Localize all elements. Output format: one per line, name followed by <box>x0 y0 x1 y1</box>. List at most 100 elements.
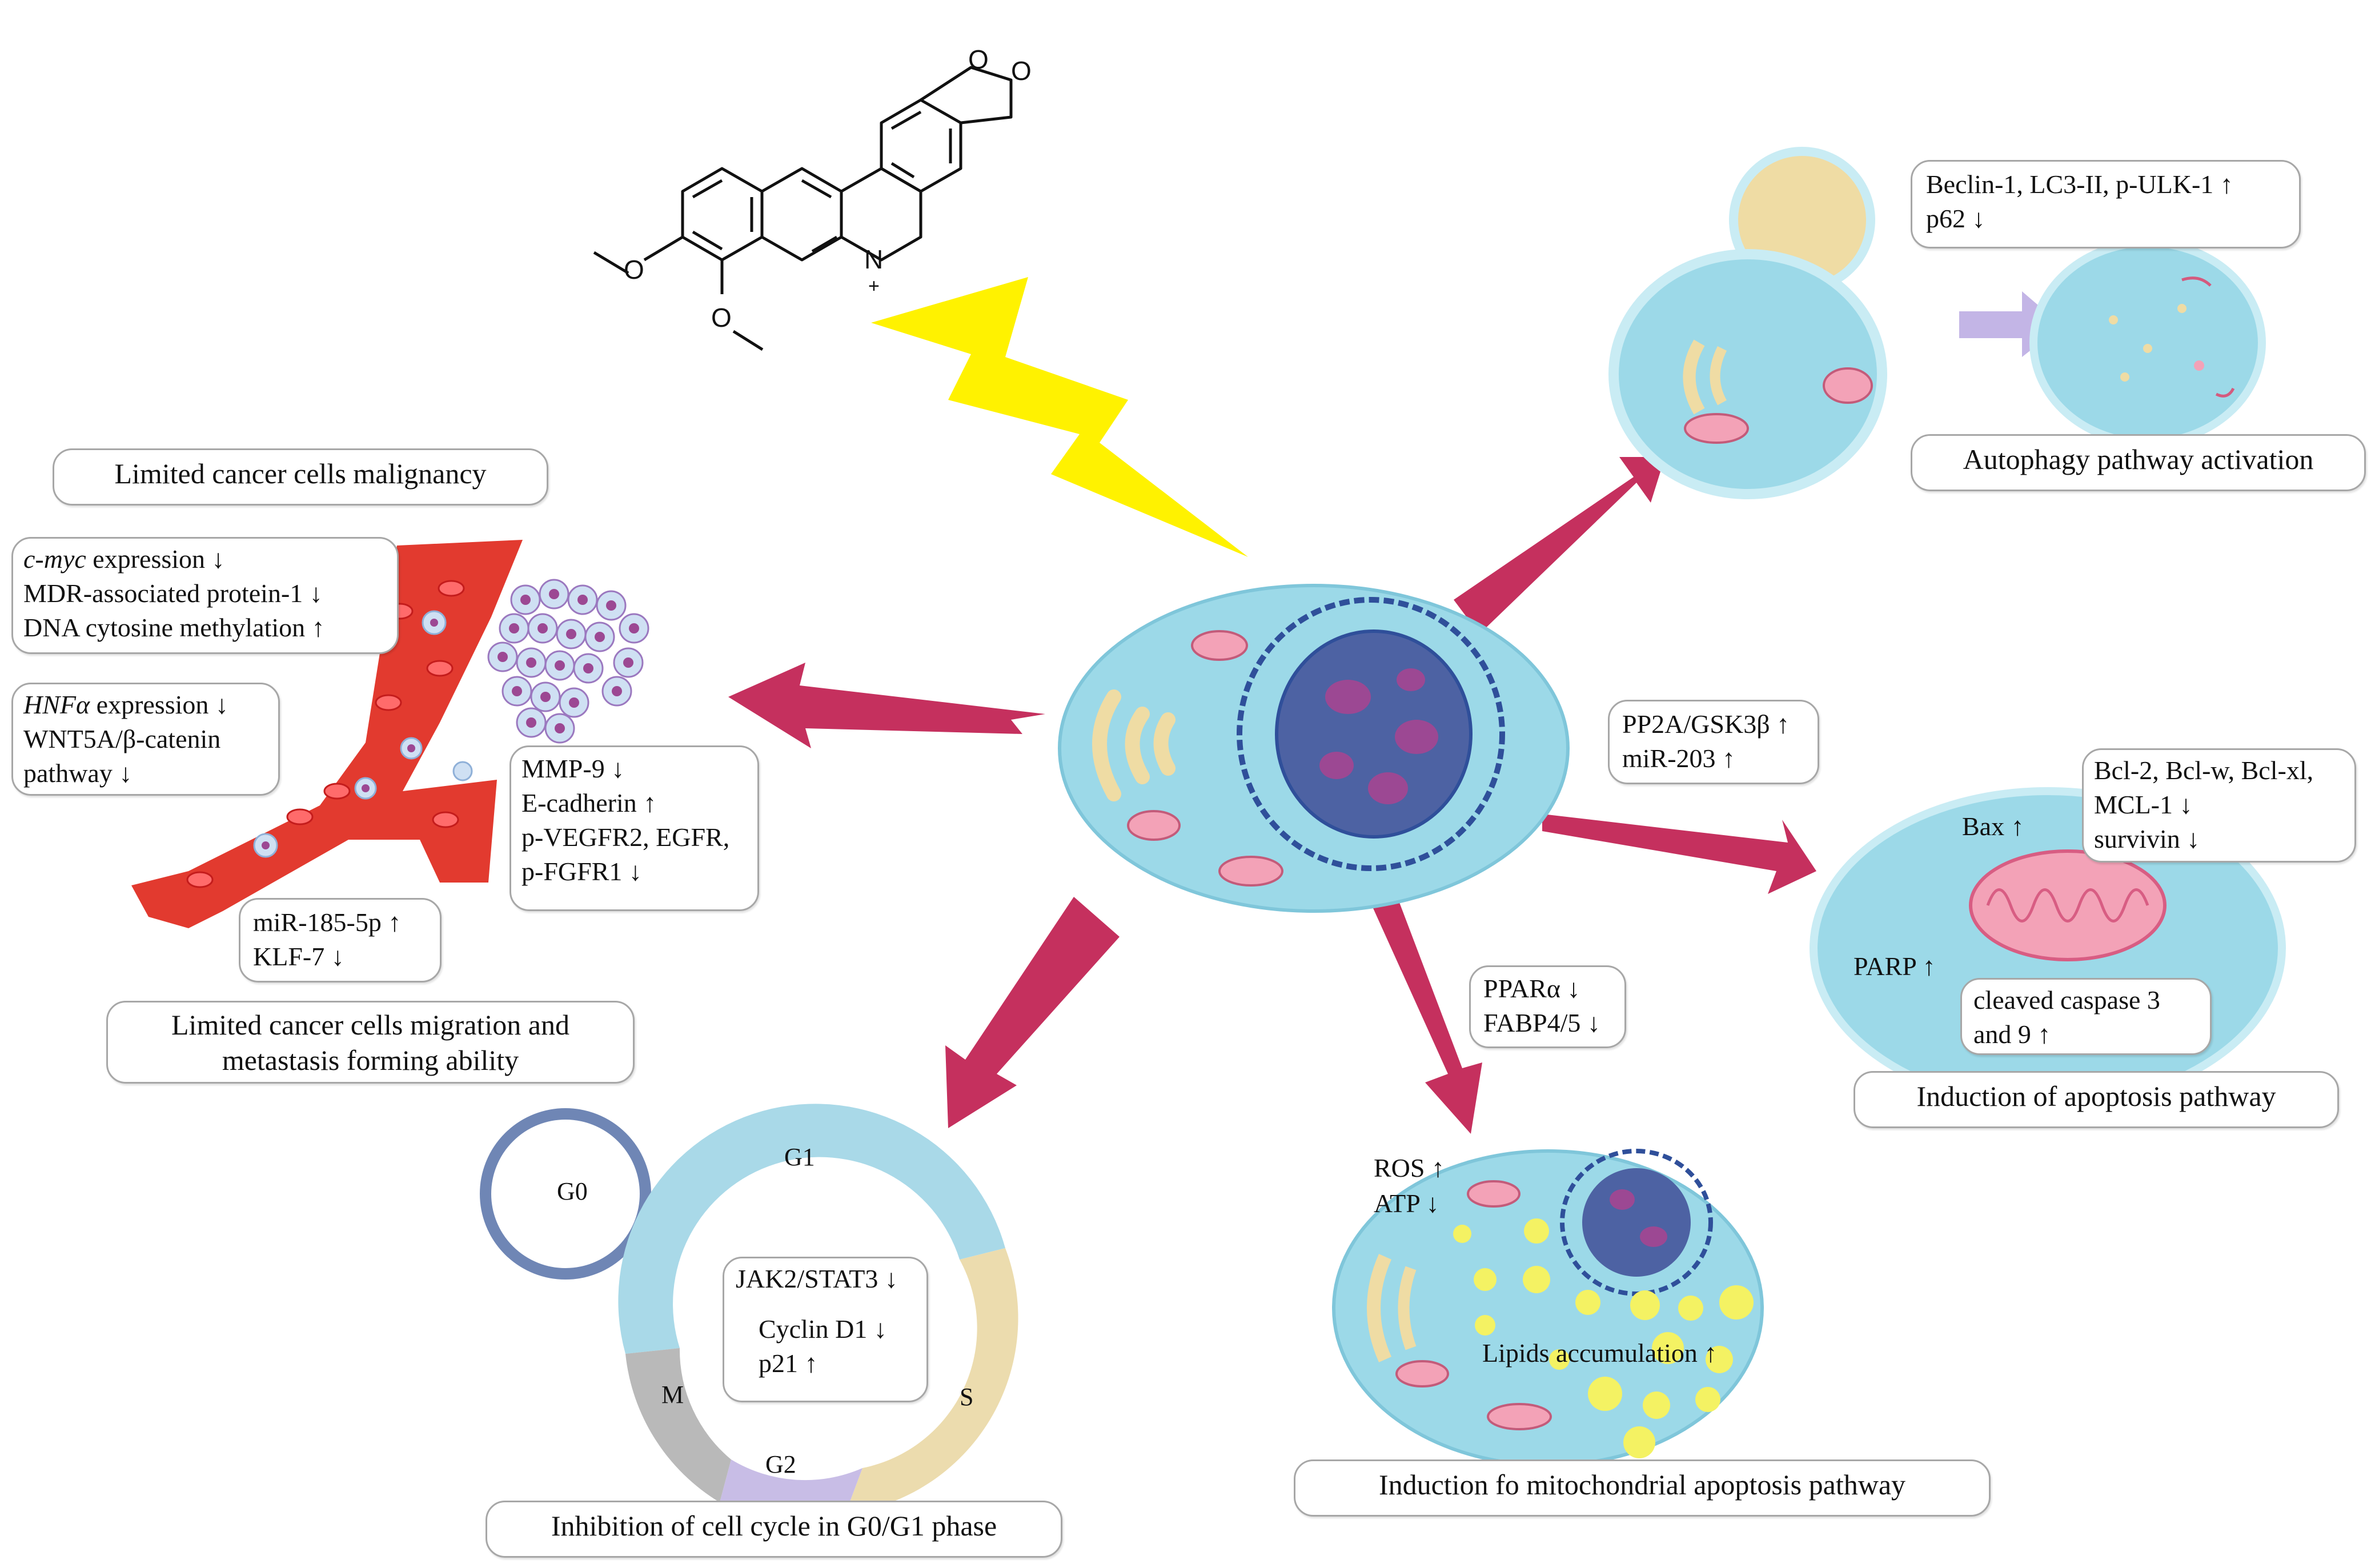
autophagy-degraded-cell <box>2029 239 2266 447</box>
marker-p62: p62 ↓ <box>1926 204 1985 233</box>
g1-arc <box>618 1104 1005 1354</box>
m-arc <box>625 1348 731 1502</box>
marker-wnt-pathway: pathway ↓ <box>23 759 133 788</box>
marker-wnt5a: WNT5A/β-catenin <box>23 724 221 753</box>
bax-label: Bax ↑ <box>1962 812 2024 841</box>
autophagy-cell <box>1608 147 1887 499</box>
arrow-to-cell-cycle <box>945 897 1120 1128</box>
autophagy-title: Autophagy pathway activation <box>1963 443 2314 475</box>
mitochondrion <box>1191 630 1248 661</box>
malignancy-title: Limited cancer cells malignancy <box>114 458 487 490</box>
marker-fabp: FABP4/5 ↓ <box>1483 1008 1600 1037</box>
apoptosis-title: Induction of apoptosis pathway <box>1916 1080 2276 1112</box>
arrow-to-apoptosis <box>1542 814 1816 894</box>
jak-markers-box: JAK2/STAT3 ↓ Cyclin D1 ↓ p21 ↑ <box>723 1257 928 1402</box>
mito-title: Induction fo mitochondrial apoptosis pat… <box>1378 1469 1906 1501</box>
pp2a-markers-box: PP2A/GSK3β ↑ miR-203 ↑ <box>1608 700 1819 784</box>
chromatin <box>1368 772 1408 804</box>
cell-cycle-title-box: Inhibition of cell cycle in G0/G1 phase <box>486 1501 1062 1558</box>
marker-ppar: PPARα ↓ <box>1483 974 1580 1003</box>
berberine-structure <box>593 66 1013 351</box>
positive-charge: + <box>868 275 880 297</box>
marker-vegfr2: p-VEGFR2, EGFR, <box>521 823 730 852</box>
marker-mcl1: MCL-1 ↓ <box>2094 790 2193 819</box>
marker-dna-methylation: DNA cytosine methylation ↑ <box>23 613 325 642</box>
marker-p21: p21 ↑ <box>759 1349 818 1378</box>
marker-fgfr1: p-FGFR1 ↓ <box>521 857 642 886</box>
caspase-box: cleaved caspase 3 and 9 ↑ <box>1960 978 2212 1055</box>
marker-mir185: miR-185-5p ↑ <box>253 908 402 937</box>
ros-label: ROS ↑ <box>1374 1153 1445 1182</box>
central-cell <box>1058 584 1570 913</box>
arrow-to-malignancy <box>728 663 1045 748</box>
mitochondrion <box>1127 810 1181 841</box>
chromatin <box>1397 668 1425 691</box>
malignancy-markers-box: c-myc expression ↓ MDR-associated protei… <box>11 537 399 654</box>
marker-survivin: survivin ↓ <box>2094 824 2200 853</box>
s-arc <box>845 1248 1018 1514</box>
marker-bcl2: Bcl-2, Bcl-w, Bcl-xl, <box>2094 756 2314 785</box>
oxygen-atom: O <box>711 303 732 332</box>
autophagy-markers-box: Beclin-1, LC3-II, p-ULK-1 ↑ p62 ↓ <box>1911 160 2301 248</box>
blood-vessel <box>131 540 649 928</box>
marker-pp2a: PP2A/GSK3β ↑ <box>1622 709 1790 739</box>
tumor-cell-nuclei <box>262 589 639 849</box>
nucleus <box>1275 629 1473 839</box>
parp-label: PARP ↑ <box>1854 952 1936 981</box>
apoptosis-mitochondrion <box>1969 849 2167 961</box>
marker-mdr: MDR-associated protein-1 ↓ <box>23 579 323 608</box>
atp-label: ATP ↓ <box>1374 1189 1439 1218</box>
ppar-markers-box: PPARα ↓ FABP4/5 ↓ <box>1469 965 1626 1048</box>
berberine-atom-labels: O O N + O O <box>624 45 1032 332</box>
oxygen-atom: O <box>624 255 644 284</box>
marker-cyclin-d1: Cyclin D1 ↓ <box>759 1314 887 1344</box>
marker-cmyc: c-myc expression ↓ <box>23 544 225 574</box>
vessel-wall <box>131 540 523 928</box>
marker-mmp9: MMP-9 ↓ <box>521 754 625 783</box>
chromatin <box>1325 680 1371 714</box>
s-label: S <box>960 1383 974 1411</box>
mito-apoptosis-cell <box>1332 1149 1764 1467</box>
apoptosis-title-box: Induction of apoptosis pathway <box>1854 1071 2339 1128</box>
nitrogen-atom: N <box>864 244 883 274</box>
nuclear-envelope <box>1237 597 1505 871</box>
effect-arrows <box>728 457 1816 1134</box>
marker-caspase-9: and 9 ↑ <box>1973 1020 2051 1049</box>
hnf-markers-box: HNFα expression ↓ WNT5A/β-catenin pathwa… <box>11 683 280 796</box>
marker-klf7: KLF-7 ↓ <box>253 942 344 971</box>
marker-mir203: miR-203 ↑ <box>1622 744 1736 773</box>
lipid-droplets <box>1453 1218 1754 1458</box>
mir185-markers-box: miR-185-5p ↑ KLF-7 ↓ <box>239 898 442 982</box>
cancer-cells-in-vessel <box>253 610 473 858</box>
autophagy-cell-body <box>1608 249 1887 499</box>
marker-jak2: JAK2/STAT3 ↓ <box>736 1264 898 1293</box>
marker-beclin: Beclin-1, LC3-II, p-ULK-1 ↑ <box>1926 170 2233 199</box>
marker-e-cadherin: E-cadherin ↑ <box>521 788 657 817</box>
oxygen-atom: O <box>968 45 989 74</box>
migration-title-box: Limited cancer cells migration and metas… <box>106 1001 635 1084</box>
migration-title-line2: metastasis forming ability <box>222 1044 519 1076</box>
oxygen-atom: O <box>1011 56 1032 86</box>
marker-hnf: HNFα expression ↓ <box>23 690 228 719</box>
migration-title-line1: Limited cancer cells migration and <box>171 1009 569 1041</box>
lipids-label: Lipids accumulation ↑ <box>1482 1338 1718 1368</box>
bcl-markers-box: Bcl-2, Bcl-w, Bcl-xl, MCL-1 ↓ survivin ↓ <box>2082 748 2356 863</box>
malignancy-title-box: Limited cancer cells malignancy <box>53 448 548 506</box>
g2-label: G2 <box>765 1450 796 1478</box>
m-label: M <box>661 1381 684 1409</box>
chromatin <box>1395 720 1438 754</box>
autophagy-title-box: Autophagy pathway activation <box>1911 434 2366 491</box>
chromatin <box>1319 752 1354 779</box>
mmp-markers-box: MMP-9 ↓ E-cadherin ↑ p-VEGFR2, EGFR, p-F… <box>509 745 759 911</box>
mito-title-box: Induction fo mitochondrial apoptosis pat… <box>1294 1459 1991 1517</box>
cell-cycle-title: Inhibition of cell cycle in G0/G1 phase <box>551 1510 997 1542</box>
marker-caspase: cleaved caspase 3 <box>1973 985 2160 1014</box>
golgi-apparatus <box>1092 689 1176 801</box>
arrow-to-autophagy <box>1454 457 1665 634</box>
g1-label: G1 <box>784 1143 815 1171</box>
arrow-to-mito <box>1368 897 1482 1134</box>
mitochondrion <box>1218 856 1283 887</box>
lightning-bolt <box>871 277 1248 557</box>
g0-label: G0 <box>557 1177 588 1205</box>
